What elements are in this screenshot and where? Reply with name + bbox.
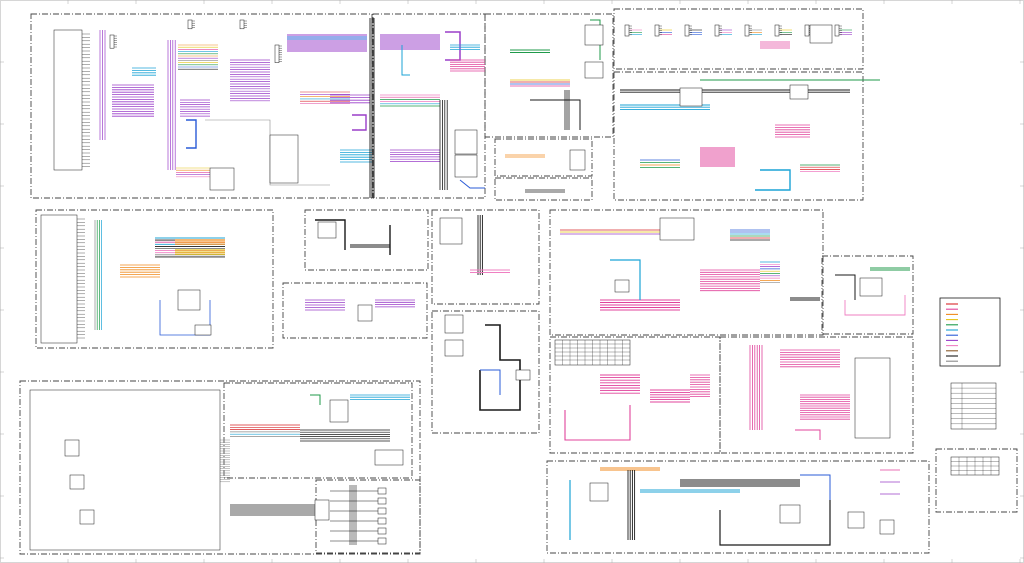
connector	[834, 24, 840, 37]
connector	[239, 19, 245, 30]
ground-terminal	[377, 507, 387, 515]
sub-assembly-frame	[29, 389, 221, 551]
region-frame	[315, 479, 421, 554]
connector	[804, 24, 810, 37]
splice-box	[314, 499, 330, 521]
relay-box	[789, 84, 809, 100]
relay-box	[809, 24, 833, 44]
relay-box	[589, 482, 609, 502]
wire-loop	[479, 324, 521, 411]
relay-box	[69, 474, 85, 490]
wire-route	[459, 179, 485, 189]
region-frame	[549, 336, 721, 454]
module-box	[515, 369, 531, 381]
region-frame	[494, 138, 593, 177]
relay-box	[879, 519, 895, 535]
region-frame	[549, 209, 824, 336]
wire-route	[844, 295, 906, 316]
ecm-connector-block	[53, 29, 83, 171]
title-block	[950, 382, 1000, 476]
relay-box	[679, 87, 703, 107]
ecm-connector-block	[40, 214, 78, 344]
wire-route	[610, 259, 641, 300]
relay-box	[584, 61, 604, 79]
component-symbols	[29, 19, 895, 551]
wire-route	[315, 219, 346, 250]
module-box	[659, 217, 695, 241]
connector	[684, 24, 690, 37]
relay-box	[584, 24, 604, 46]
wire-loop	[186, 119, 197, 149]
connector	[624, 24, 630, 37]
wire-loop	[352, 114, 367, 131]
relay-box	[444, 314, 464, 334]
connector	[714, 24, 720, 37]
relay-box	[357, 304, 373, 322]
fuse-box	[194, 324, 212, 336]
wire-route	[564, 405, 631, 441]
wire-route	[719, 500, 831, 546]
region-frame	[223, 382, 413, 479]
module-box	[569, 149, 586, 171]
ground-terminal	[377, 497, 387, 505]
relay-box	[614, 279, 630, 293]
wire-route	[310, 394, 321, 405]
region-frame	[494, 177, 593, 201]
data-table	[374, 449, 404, 466]
wire-route	[590, 19, 601, 60]
sub-assembly-frame	[269, 134, 299, 184]
wire-route	[795, 429, 821, 440]
relay-box	[439, 217, 463, 245]
ground-terminal	[377, 537, 387, 545]
region-frame	[431, 310, 540, 434]
relay-box	[177, 289, 201, 311]
relay-box	[444, 339, 464, 357]
ground-terminal	[377, 527, 387, 535]
relay-box	[64, 439, 80, 457]
relay-box	[859, 277, 883, 297]
wire-route	[530, 99, 581, 130]
module-box	[854, 357, 891, 439]
wire-route	[401, 45, 410, 76]
region-frame	[546, 460, 930, 554]
info-table	[950, 382, 997, 430]
region-frame	[935, 448, 1018, 513]
region-frame	[613, 8, 864, 70]
connector	[654, 24, 660, 37]
wire-route	[480, 369, 501, 395]
ground-terminal	[377, 517, 387, 525]
wire-route	[835, 274, 856, 300]
region-frame	[484, 13, 614, 138]
wire-loop	[755, 169, 791, 191]
schematic-regions	[19, 8, 1018, 555]
relay-box	[454, 154, 478, 178]
relay-box	[79, 509, 95, 525]
region-frame	[19, 380, 421, 555]
relay-box	[329, 399, 349, 423]
relay-box	[317, 221, 337, 239]
wire-route	[159, 300, 211, 336]
module-box	[209, 167, 235, 191]
connector	[774, 24, 780, 37]
connector	[744, 24, 750, 37]
connector	[187, 19, 193, 30]
region-frame	[35, 209, 274, 349]
region-frame	[304, 209, 429, 271]
region-frame	[613, 71, 864, 201]
region-frame	[821, 255, 914, 335]
connector	[109, 34, 115, 49]
ground-terminal	[377, 487, 387, 495]
relay-box	[847, 511, 865, 529]
region-frame	[431, 209, 540, 305]
wire-color-legend	[939, 297, 1001, 367]
relay-box	[454, 129, 478, 155]
wire-route	[800, 474, 831, 500]
region-frame	[282, 282, 428, 339]
relay-box	[779, 504, 801, 524]
connector	[274, 44, 280, 63]
region-frame	[719, 336, 914, 454]
